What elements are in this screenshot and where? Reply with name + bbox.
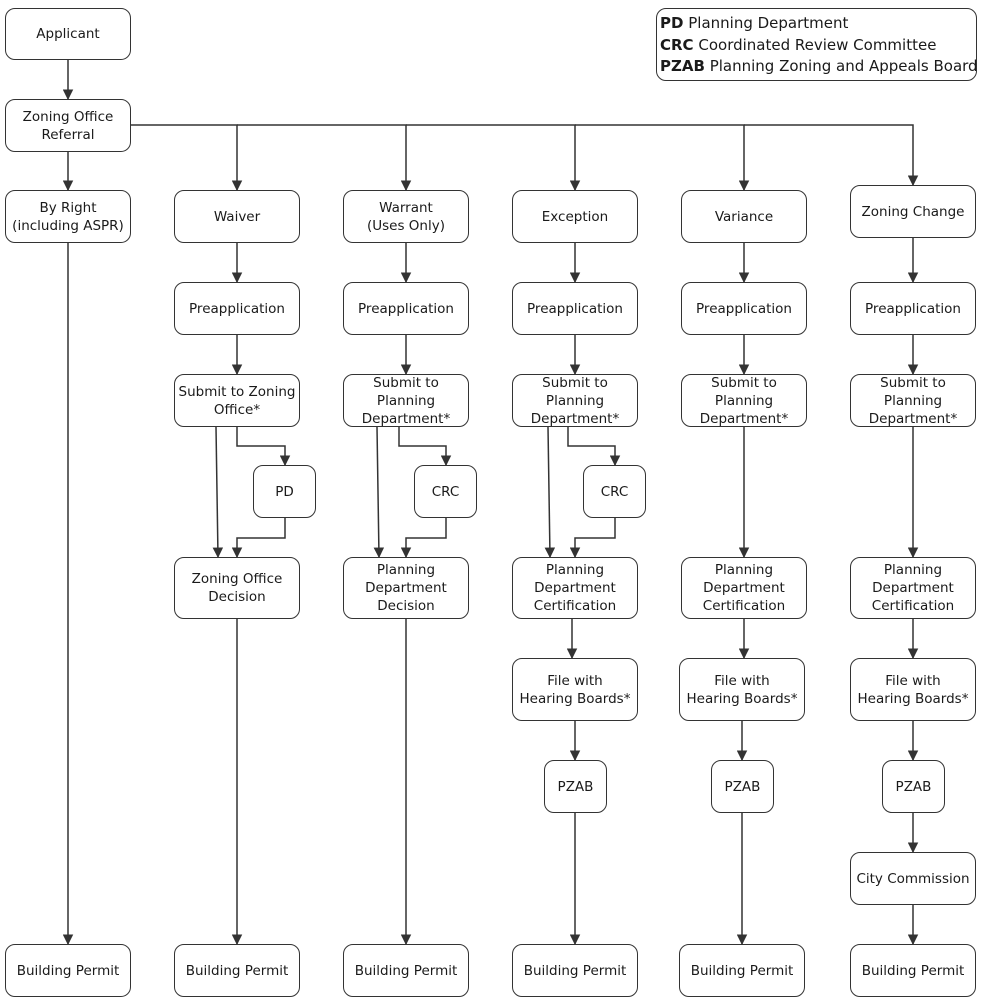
- node-preapplication-exception: Preapplication: [512, 282, 638, 335]
- edge-referral-waiver: [131, 124, 243, 192]
- edge-sub-crc-2: [567, 427, 621, 467]
- node-building-permit-waiver: Building Permit: [174, 944, 300, 997]
- node-preapplication-zoning-change: Preapplication: [850, 282, 976, 335]
- node-planning-department-decision: Planning Department Decision: [343, 557, 469, 619]
- edge-referral-variance: [575, 124, 750, 192]
- legend: PD Planning Department CRC Coordinated R…: [656, 8, 977, 81]
- node-applicant: Applicant: [5, 8, 131, 60]
- node-submit-planning-variance: Submit to Planning Department*: [681, 374, 807, 427]
- node-exception: Exception: [512, 190, 638, 243]
- legend-item-crc: CRC Coordinated Review Committee: [660, 35, 937, 54]
- edge-referral-warrant: [237, 124, 412, 192]
- edge-sub-cert-3: [544, 426, 556, 559]
- node-submit-planning-exception: Submit to Planning Department*: [512, 374, 638, 427]
- node-variance: Variance: [681, 190, 807, 243]
- node-pzab-zoning-change: PZAB: [882, 760, 945, 813]
- node-building-permit-exception: Building Permit: [512, 944, 638, 997]
- node-pzab-exception: PZAB: [544, 760, 607, 813]
- node-submit-zoning-office: Submit to Zoning Office*: [174, 374, 300, 427]
- edge-sub-zod-1: [212, 426, 224, 559]
- node-submit-planning-warrant: Submit to Planning Department*: [343, 374, 469, 427]
- edge-referral-exception: [406, 124, 581, 192]
- legend-item-pzab: PZAB Planning Zoning and Appeals Board I: [660, 57, 977, 75]
- node-file-hearing-zoning-change: File with Hearing Boards*: [850, 658, 976, 721]
- edge-referral-zoningchange: [744, 124, 919, 187]
- node-pzab-variance: PZAB: [711, 760, 774, 813]
- node-preapplication-waiver: Preapplication: [174, 282, 300, 335]
- node-file-hearing-variance: File with Hearing Boards*: [679, 658, 805, 721]
- edge-pd-zod: [231, 518, 286, 559]
- edge-crc-cert: [569, 518, 616, 559]
- node-building-permit-zoning-change: Building Permit: [850, 944, 976, 997]
- edge-sub-pd: [236, 427, 291, 467]
- node-preapplication-warrant: Preapplication: [343, 282, 469, 335]
- node-certification-zoning-change: Planning Department Certification: [850, 557, 976, 619]
- node-preapplication-variance: Preapplication: [681, 282, 807, 335]
- node-pd: PD: [253, 465, 316, 518]
- node-zoning-office-decision: Zoning Office Decision: [174, 557, 300, 619]
- node-building-permit-warrant: Building Permit: [343, 944, 469, 997]
- edge-sub-crc-1: [398, 427, 452, 467]
- node-file-hearing-exception: File with Hearing Boards*: [512, 658, 638, 721]
- node-certification-variance: Planning Department Certification: [681, 557, 807, 619]
- node-building-permit-by-right: Building Permit: [5, 944, 131, 997]
- node-crc-warrant: CRC: [414, 465, 477, 518]
- node-zoning-change: Zoning Change: [850, 185, 976, 238]
- node-submit-planning-zoning-change: Submit to Planning Department*: [850, 374, 976, 427]
- node-city-commission: City Commission: [850, 852, 976, 905]
- node-warrant: Warrant (Uses Only): [343, 190, 469, 243]
- node-certification-exception: Planning Department Certification: [512, 557, 638, 619]
- node-by-right: By Right (including ASPR): [5, 190, 131, 243]
- node-zoning-office-referral: Zoning Office Referral: [5, 99, 131, 152]
- node-waiver: Waiver: [174, 190, 300, 243]
- node-building-permit-variance: Building Permit: [679, 944, 805, 997]
- edge-crc-pdd: [400, 518, 447, 559]
- legend-item-pd: PD Planning Department: [660, 14, 849, 32]
- edge-sub-pdd: [373, 426, 385, 559]
- node-crc-exception: CRC: [583, 465, 646, 518]
